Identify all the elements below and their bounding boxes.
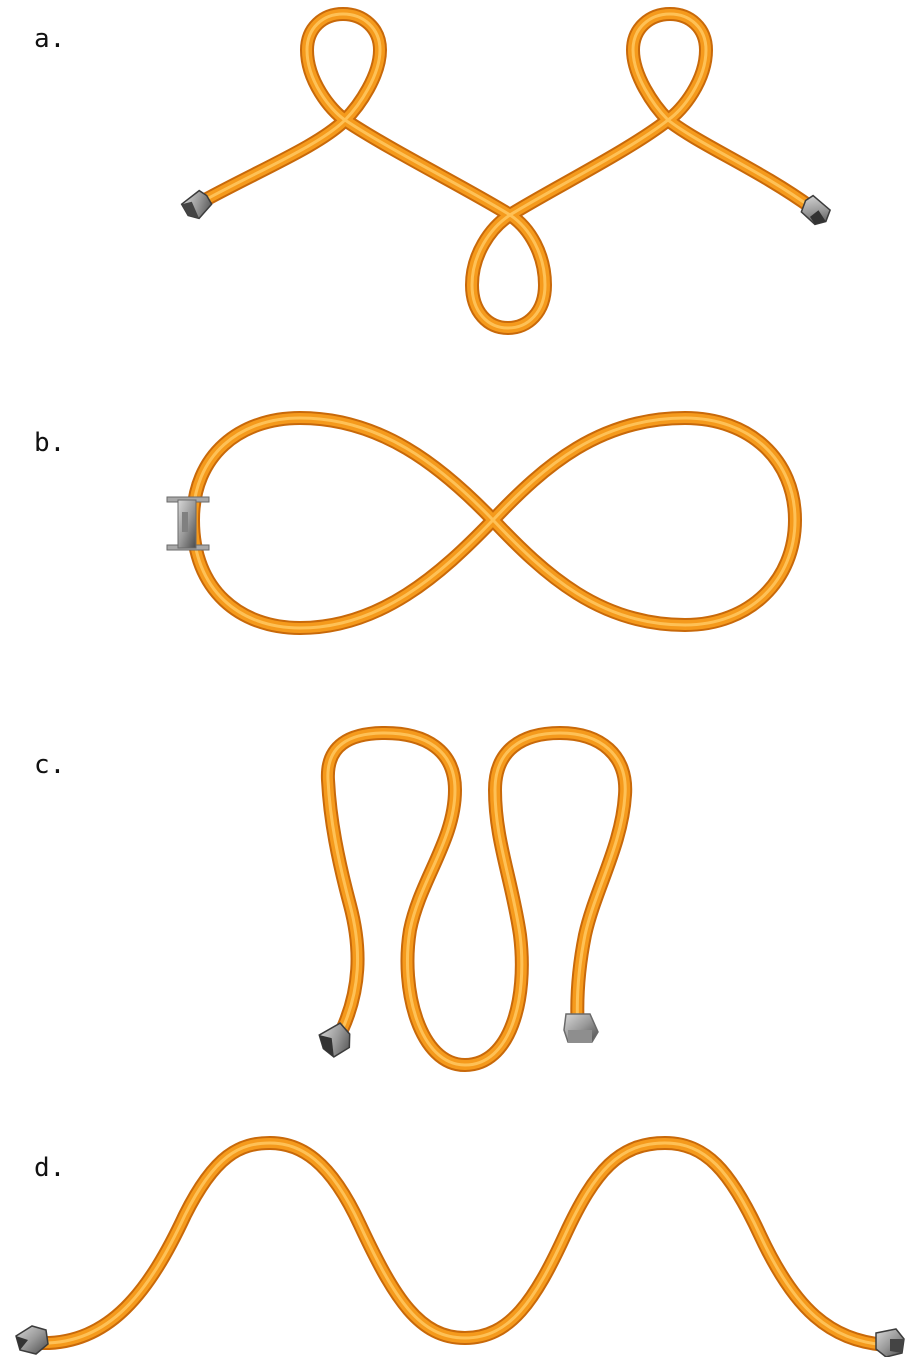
connector-b (167, 497, 209, 550)
connector-c-right (564, 1014, 598, 1042)
cable-a (205, 14, 812, 328)
cable-b (193, 418, 795, 628)
cable-d (40, 1143, 885, 1345)
connector-d-right (876, 1329, 904, 1357)
